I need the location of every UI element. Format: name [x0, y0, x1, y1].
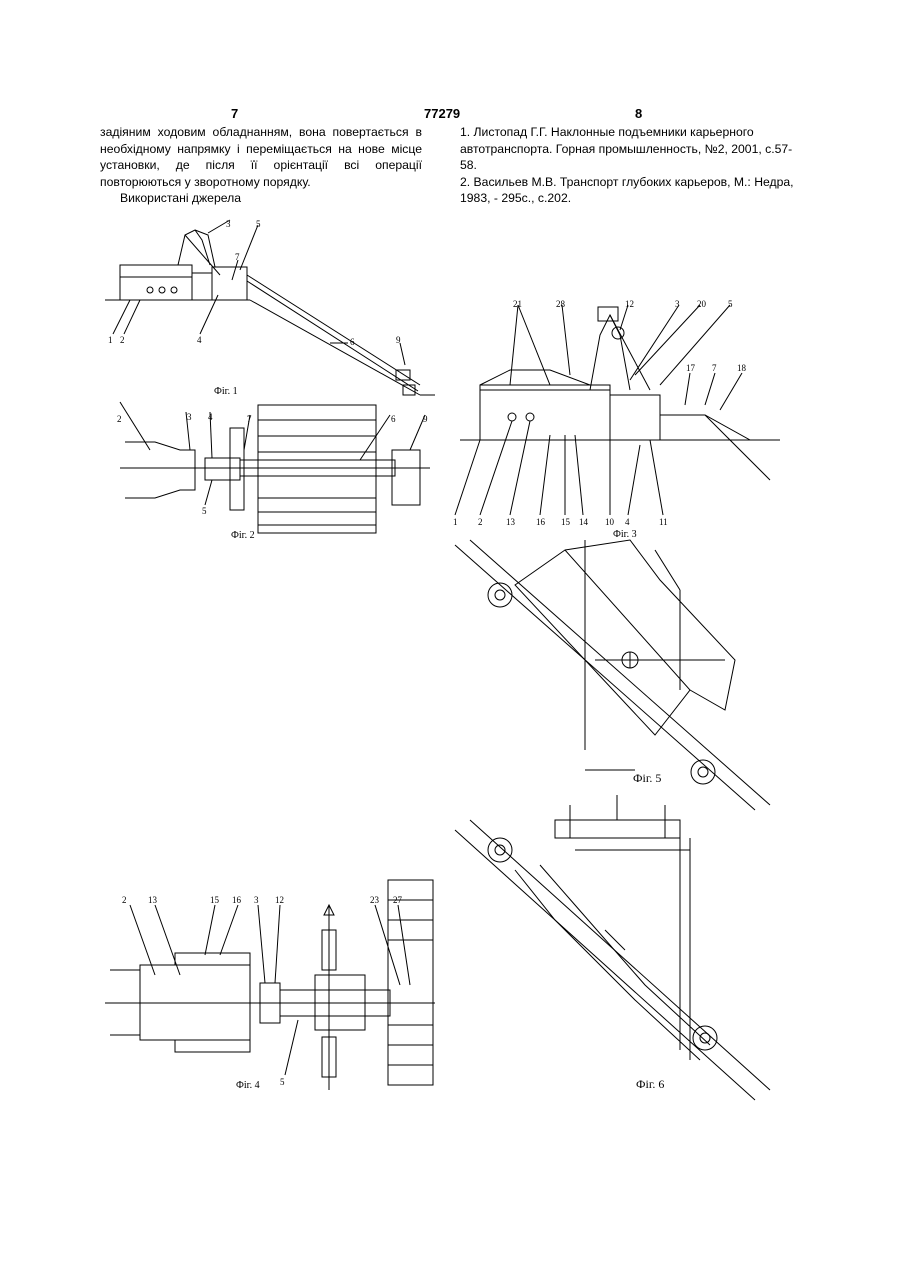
- figure-3-drawing: 21 28 12 3 20 5 17 7 18 1 2 13 16 15 14 …: [450, 295, 790, 535]
- fig3-label: 7: [712, 363, 717, 373]
- sources-heading: Використані джерела: [100, 190, 422, 207]
- figure-1-caption: Фіг. 1: [214, 386, 238, 397]
- fig3-label: 2: [478, 517, 483, 527]
- fig3-label: 5: [728, 299, 733, 309]
- figure-1-drawing: 3 5 7 1 2 4 6 9: [100, 215, 445, 400]
- fig3-label: 14: [579, 517, 589, 527]
- fig1-label: 4: [197, 335, 202, 345]
- fig2-label: 5: [202, 506, 207, 516]
- fig1-label: 7: [235, 252, 240, 262]
- fig3-label: 28: [556, 299, 566, 309]
- fig4-label: 3: [254, 895, 259, 905]
- fig2-label: 9: [423, 414, 428, 424]
- fig1-label: 6: [350, 337, 355, 347]
- fig1-label: 3: [226, 219, 231, 229]
- fig4-label: 15: [210, 895, 220, 905]
- patent-number: 77279: [424, 106, 460, 121]
- reference-2: 2. Васильев М.В. Транспорт глубоких карь…: [460, 174, 800, 207]
- fig3-label: 11: [659, 517, 668, 527]
- figure-2-drawing: 2 3 4 7 6 9 5: [100, 400, 445, 540]
- fig3-label: 1: [453, 517, 458, 527]
- page-number-left: 7: [231, 106, 238, 121]
- fig3-label: 16: [536, 517, 546, 527]
- fig1-label: 5: [256, 219, 261, 229]
- references-column: 1. Листопад Г.Г. Наклонные подъемники ка…: [460, 124, 800, 207]
- figure-4-drawing: 2 13 15 16 3 12 23 27 5: [100, 875, 445, 1095]
- fig3-label: 3: [675, 299, 680, 309]
- fig3-label: 21: [513, 299, 522, 309]
- fig4-label: 23: [370, 895, 380, 905]
- fig4-label: 13: [148, 895, 158, 905]
- figure-5-drawing: [455, 540, 785, 820]
- fig3-label: 17: [686, 363, 696, 373]
- fig3-label: 18: [737, 363, 747, 373]
- fig1-label: 9: [396, 335, 401, 345]
- fig2-label: 7: [247, 414, 252, 424]
- fig3-label: 13: [506, 517, 516, 527]
- fig2-label: 6: [391, 414, 396, 424]
- figure-2-caption: Фіг. 2: [231, 530, 255, 541]
- fig3-label: 20: [697, 299, 707, 309]
- page-number-right: 8: [635, 106, 642, 121]
- figure-4-caption: Фіг. 4: [236, 1080, 260, 1091]
- fig1-label: 1: [108, 335, 113, 345]
- fig3-label: 12: [625, 299, 634, 309]
- fig3-label: 4: [625, 517, 630, 527]
- fig4-label: 2: [122, 895, 127, 905]
- fig1-label: 2: [120, 335, 125, 345]
- fig4-label: 16: [232, 895, 242, 905]
- figure-6-drawing: [455, 790, 785, 1100]
- figure-6-caption: Фіг. 6: [636, 1077, 664, 1092]
- body-paragraph: задіяним ходовим обладнанням, вона повер…: [100, 124, 422, 190]
- fig2-label: 4: [208, 412, 213, 422]
- fig4-label: 12: [275, 895, 284, 905]
- fig3-label: 10: [605, 517, 615, 527]
- fig2-label: 2: [117, 414, 122, 424]
- fig2-label: 3: [187, 412, 192, 422]
- figure-5-caption: Фіг. 5: [633, 771, 661, 786]
- figure-3-caption: Фіг. 3: [613, 529, 637, 540]
- fig4-label: 27: [393, 895, 403, 905]
- left-text-column: задіяним ходовим обладнанням, вона повер…: [100, 124, 422, 207]
- reference-1: 1. Листопад Г.Г. Наклонные подъемники ка…: [460, 124, 800, 174]
- fig4-label: 5: [280, 1077, 285, 1087]
- fig3-label: 15: [561, 517, 571, 527]
